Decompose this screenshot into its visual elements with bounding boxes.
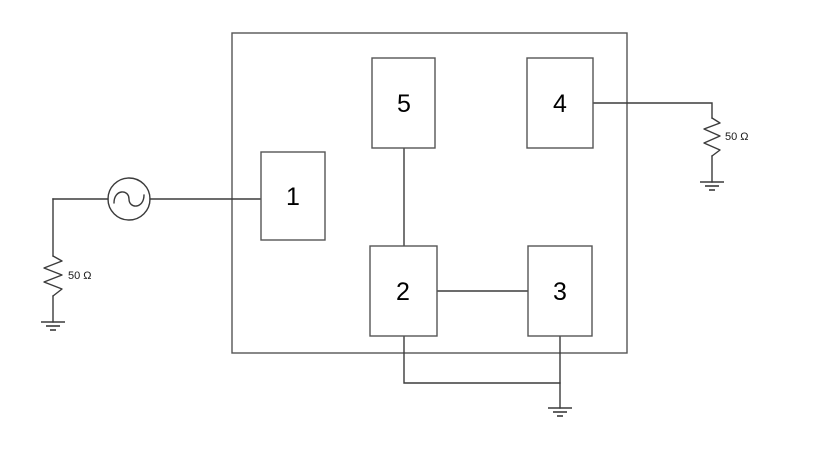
block-2-rect[interactable] <box>369 245 438 337</box>
ground-right <box>700 181 724 191</box>
wire-block2-bottom <box>403 335 561 384</box>
block-3-rect[interactable] <box>527 245 593 337</box>
ground-left <box>41 321 65 331</box>
block-5[interactable]: 5 <box>371 57 436 149</box>
block-2-label: 2 <box>396 278 410 306</box>
ground-bottom <box>548 407 572 417</box>
sine-wave-icon <box>113 191 145 207</box>
ac-source-circle <box>107 177 151 221</box>
resistor-right-label: 50 Ω <box>725 131 749 143</box>
block-4-rect[interactable] <box>526 57 594 149</box>
resistor-zigzag-icon <box>43 255 63 297</box>
block-4-label: 4 <box>553 90 567 118</box>
block-5-label: 5 <box>397 90 411 118</box>
block-3-label: 3 <box>553 278 567 306</box>
wire-group <box>52 102 713 409</box>
block-1-label: 1 <box>286 183 300 211</box>
outer-enclosure <box>231 32 628 354</box>
block-1[interactable]: 1 <box>260 151 326 241</box>
resistor-left <box>43 255 63 297</box>
resistor-left-label: 50 Ω <box>68 270 92 282</box>
block-4[interactable]: 4 <box>526 57 594 149</box>
ac-voltage-source <box>107 177 151 221</box>
resistor-zigzag-icon <box>703 117 721 157</box>
block-5-rect[interactable] <box>371 57 436 149</box>
block-1-rect[interactable] <box>260 151 326 241</box>
block-3[interactable]: 3 <box>527 245 593 337</box>
block-2[interactable]: 2 <box>369 245 438 337</box>
resistor-right <box>703 117 721 157</box>
wire-block4-out <box>592 102 713 119</box>
